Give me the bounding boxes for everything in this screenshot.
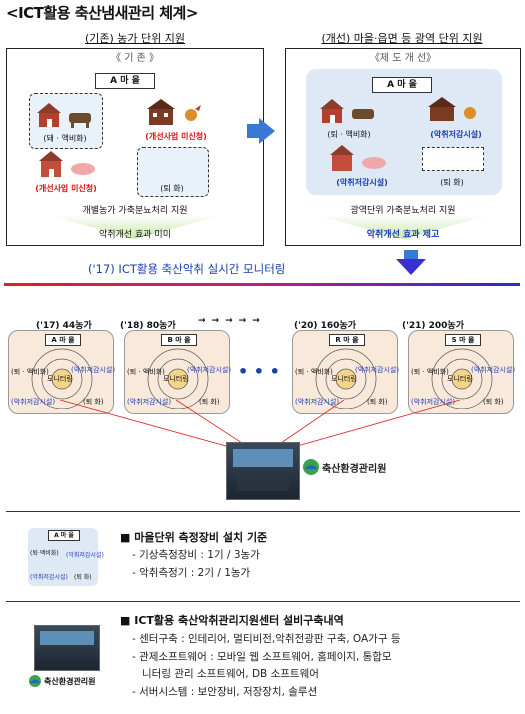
- section2-logo-text: 축산환경관리원: [44, 677, 96, 686]
- village-monitor-panel: A 마 을 모니터링 (퇴 · 액비화) (악취저감시설) (악취저감시설) (…: [8, 330, 115, 414]
- left-heading: (기존) 농가 단위 지원: [84, 32, 186, 45]
- gradient-divider: [4, 283, 520, 286]
- farm-label: (악취저감시설): [336, 178, 388, 187]
- farm-label: (악취저감시설): [430, 130, 482, 139]
- arrow-down-icon: [396, 259, 426, 275]
- section2-item: 니터링 관리 소프트웨어, DB 소프트웨어: [132, 668, 319, 680]
- left-panel: 《 기 존 》 A 마 을 (돼 · 액비화) (개선사업 미신청) (개선사업…: [6, 48, 264, 246]
- barn-chicken-icon: [147, 99, 201, 125]
- arrow-shaft: [247, 124, 259, 138]
- radar-circles: [31, 348, 93, 409]
- divider: [6, 601, 520, 602]
- farm-label: (퇴 화): [160, 184, 184, 193]
- farm-label: (개선사업 미신청): [35, 184, 97, 193]
- page-title: <ICT활용 축산냄새관리 체계>: [6, 4, 198, 22]
- arrow-shaft: [404, 250, 418, 260]
- center-logo-text: 축산환경관리원: [322, 464, 387, 475]
- monitoring-banner: ('17) ICT활용 축산악취 실시간 모니터링: [88, 262, 286, 276]
- village-monitor-panel: R 마 을 모니터링 (퇴 · 액비화) (악취저감시설) (악취저감시설) (…: [292, 330, 399, 414]
- section1-title: ■ 마을단위 측정장비 설치 기준: [120, 531, 268, 544]
- farm-label: (개선사업 미신청): [145, 132, 207, 141]
- barn-chicken-icon: [428, 97, 476, 121]
- section2-item: - 센터구축 : 인테리어, 멀티비전,악취전광판 구축, OA가구 등: [132, 633, 401, 645]
- farm-box: [137, 147, 209, 197]
- farm-label: (퇴 화): [440, 178, 464, 187]
- arrow-right-icon: [259, 118, 275, 144]
- barn-cattle-icon: [320, 99, 374, 123]
- logo-icon: [303, 459, 319, 475]
- timeline-arrows: →→→→→: [198, 316, 266, 326]
- farm-box: [422, 147, 484, 171]
- village-thumbnail: A 마 을 (퇴·액비화) (악취저감시설) (악취저감시설) (퇴 화): [28, 528, 104, 586]
- barn-cattle-icon: [37, 103, 91, 128]
- barn-pig-icon: [330, 145, 386, 171]
- farm-label: (퇴 · 액비화): [327, 130, 371, 139]
- farm-label: (돼 · 액비화): [43, 134, 87, 143]
- right-subheading: 《제 도 개 선》: [369, 53, 437, 64]
- radar-circles: [315, 348, 377, 409]
- left-subheading: 《 기 존 》: [111, 53, 159, 64]
- year-label: ('17) 44농가: [36, 321, 92, 331]
- section2-item: - 관제소프트웨어 : 모바일 웹 소프트웨어, 홈페이지, 통합모: [132, 651, 392, 663]
- control-center-photo: [226, 442, 300, 500]
- divider: [6, 511, 520, 512]
- section1-item: - 기상측정장비 : 1기 / 3농가: [132, 549, 260, 561]
- radar-circles: [147, 348, 209, 409]
- year-label: ('18) 80농가: [120, 321, 176, 331]
- support-text: 개별농가 가축분뇨처리 지원: [82, 206, 188, 216]
- village-tag: A 마 을: [95, 73, 155, 89]
- effect-text: 악취개선 효과 제고: [366, 230, 440, 240]
- village-monitor-panel: S 마 을 모니터링 (퇴 · 액비화) (악취저감시설) (악취저감시설) (…: [408, 330, 515, 414]
- section2-title: ■ ICT활용 축산악취관리지원센터 설비구축내역: [120, 614, 344, 627]
- section2-item: - 서버시스템 : 보안장비, 저장장치, 솔루션: [132, 686, 318, 698]
- section1-item: - 악취측정기 : 2기 / 1농가: [132, 567, 251, 579]
- village-tag: A 마 을: [372, 77, 432, 93]
- logo-icon: [29, 675, 41, 687]
- right-heading: (개선) 마을·읍면 등 광역 단위 지원: [321, 32, 483, 45]
- barn-pig-icon: [39, 151, 95, 177]
- right-panel: 《제 도 개 선》 A 마 을 (퇴 · 액비화) (악취저감시설) (악취저감…: [285, 48, 521, 246]
- support-text: 광역단위 가축분뇨처리 지원: [350, 206, 456, 216]
- year-label: ('20) 160농가: [294, 321, 356, 331]
- control-center-photo: [34, 625, 100, 671]
- radar-circles: [431, 348, 493, 409]
- ellipsis: • • •: [238, 362, 280, 381]
- village-monitor-panel: B 마 을 모니터링 (퇴 · 액비화) (악취저감시설) (악취저감시설) (…: [124, 330, 231, 414]
- year-label: ('21) 200농가: [402, 321, 464, 331]
- effect-text: 악취개선 효과 미미: [99, 230, 171, 240]
